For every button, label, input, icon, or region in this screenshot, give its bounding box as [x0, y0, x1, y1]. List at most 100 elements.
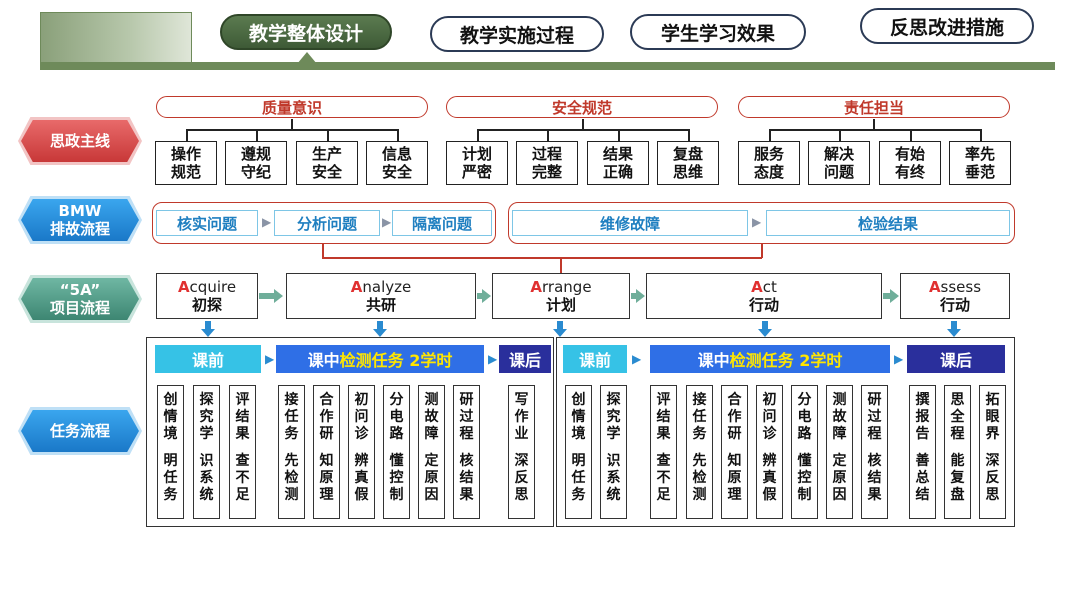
task-card: 探究学识系统 — [600, 385, 627, 519]
5a-analyze: Analyze 共研 — [286, 273, 476, 319]
step-arrow-icon: ▶ — [752, 215, 762, 229]
connector — [980, 129, 982, 141]
phase-pre-class: 课前 — [563, 345, 627, 373]
active-tab-pointer — [297, 52, 317, 64]
ideology-item: 解决 问题 — [808, 141, 870, 185]
down-arrow-icon — [947, 321, 961, 337]
connector — [291, 119, 293, 129]
connector — [327, 129, 329, 141]
down-arrow-icon — [758, 321, 772, 337]
down-arrow-icon — [553, 321, 567, 337]
connector — [873, 119, 875, 129]
connector — [186, 129, 188, 141]
step-arrow-icon: ▶ — [382, 215, 392, 229]
5a-act: Act 行动 — [646, 273, 882, 319]
connector — [322, 244, 324, 258]
ideology-item: 生产 安全 — [296, 141, 358, 185]
connector — [322, 257, 762, 259]
bmw-step: 隔离问题 — [392, 210, 492, 236]
connector — [839, 129, 841, 141]
task-card: 评结果查不足 — [650, 385, 677, 519]
connector — [618, 129, 620, 141]
connector — [477, 129, 479, 141]
ideology-item: 信息 安全 — [366, 141, 428, 185]
label-task-flow: 任务流程 — [18, 407, 142, 455]
flow-arrow-icon — [883, 289, 899, 303]
phase-post-class: 课后 — [499, 345, 551, 373]
task-card: 研过程核结果 — [453, 385, 480, 519]
task-card: 写作业深反思 — [508, 385, 535, 519]
down-arrow-icon — [201, 321, 215, 337]
category-quality: 质量意识 — [156, 96, 428, 118]
connector — [186, 129, 398, 131]
connector — [560, 257, 562, 273]
task-card: 分电路懂控制 — [791, 385, 818, 519]
label-ideology: 思政主线 — [18, 117, 142, 165]
task-card: 探究学识系统 — [193, 385, 220, 519]
ideology-item: 复盘 思维 — [657, 141, 719, 185]
ideology-item: 结果 正确 — [587, 141, 649, 185]
down-arrow-icon — [373, 321, 387, 337]
bmw-step: 核实问题 — [156, 210, 258, 236]
label-bmw: BMW 排故流程 — [18, 196, 142, 244]
ideology-item: 计划 严密 — [446, 141, 508, 185]
connector — [761, 244, 763, 258]
5a-arrange: Arrange 计划 — [492, 273, 630, 319]
header-divider-bar — [40, 62, 1055, 70]
tab-reflection[interactable]: 反思改进措施 — [860, 8, 1034, 44]
5a-acquire: Acquire 初探 — [156, 273, 258, 319]
task-card: 创情境明任务 — [157, 385, 184, 519]
task-card: 接任务先检测 — [278, 385, 305, 519]
connector — [769, 129, 771, 141]
label-5a: “5A” 项目流程 — [18, 275, 142, 323]
bmw-step: 检验结果 — [766, 210, 1010, 236]
bmw-step: 维修故障 — [512, 210, 748, 236]
ideology-item: 有始 有终 — [879, 141, 941, 185]
task-card: 撰报告善总结 — [909, 385, 936, 519]
connector — [688, 129, 690, 141]
flow-arrow-icon — [259, 289, 283, 303]
ideology-item: 过程 完整 — [516, 141, 578, 185]
task-card: 思全程能复盘 — [944, 385, 971, 519]
task-card: 测故障定原因 — [826, 385, 853, 519]
connector — [397, 129, 399, 141]
task-card: 合作研知原理 — [721, 385, 748, 519]
task-card: 合作研知原理 — [313, 385, 340, 519]
connector — [547, 129, 549, 141]
phase-in-class: 课中检测任务 2学时 — [650, 345, 890, 373]
header-banner-block — [40, 12, 192, 70]
task-card: 创情境明任务 — [565, 385, 592, 519]
category-responsibility: 责任担当 — [738, 96, 1010, 118]
task-card: 拓眼界深反思 — [979, 385, 1006, 519]
connector — [769, 129, 981, 131]
task-card: 研过程核结果 — [861, 385, 888, 519]
bmw-step: 分析问题 — [274, 210, 380, 236]
phase-arrow-icon: ▶ — [488, 352, 498, 366]
5a-assess: Assess 行动 — [900, 273, 1010, 319]
task-card: 接任务先检测 — [686, 385, 713, 519]
task-card: 初问诊辨真假 — [348, 385, 375, 519]
tab-overall-design[interactable]: 教学整体设计 — [220, 14, 392, 50]
task-card: 评结果查不足 — [229, 385, 256, 519]
ideology-item: 遵规 守纪 — [225, 141, 287, 185]
phase-pre-class: 课前 — [155, 345, 261, 373]
phase-arrow-icon: ▶ — [632, 352, 642, 366]
connector — [582, 119, 584, 129]
flow-arrow-icon — [477, 289, 491, 303]
phase-arrow-icon: ▶ — [894, 352, 904, 366]
task-card: 测故障定原因 — [418, 385, 445, 519]
tab-implementation[interactable]: 教学实施过程 — [430, 16, 604, 52]
ideology-item: 率先 垂范 — [949, 141, 1011, 185]
tab-learning-effect[interactable]: 学生学习效果 — [630, 14, 806, 50]
ideology-item: 服务 态度 — [738, 141, 800, 185]
step-arrow-icon: ▶ — [262, 215, 272, 229]
category-safety: 安全规范 — [446, 96, 718, 118]
connector — [910, 129, 912, 141]
connector — [477, 129, 689, 131]
task-card: 分电路懂控制 — [383, 385, 410, 519]
phase-arrow-icon: ▶ — [265, 352, 275, 366]
phase-in-class: 课中检测任务 2学时 — [276, 345, 484, 373]
flow-arrow-icon — [631, 289, 645, 303]
connector — [256, 129, 258, 141]
ideology-item: 操作 规范 — [155, 141, 217, 185]
